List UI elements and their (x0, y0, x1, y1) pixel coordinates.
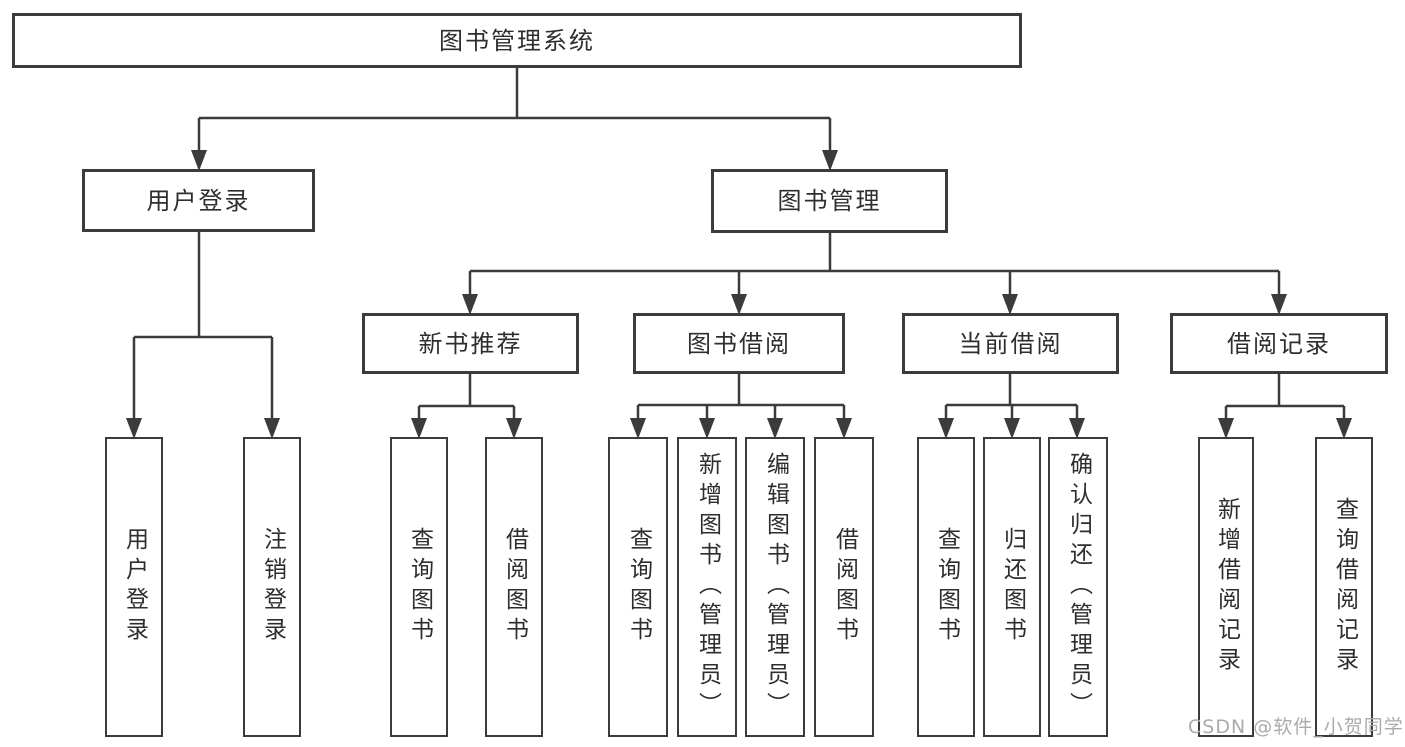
leaf-add-books-admin: 新增图书（管理员） (677, 437, 737, 737)
node-borrowing-records: 借阅记录 (1170, 313, 1388, 374)
node-book-management: 图书管理 (711, 169, 948, 233)
leaf-query-books-3: 查询图书 (917, 437, 975, 737)
node-library-management-system: 图书管理系统 (12, 13, 1022, 68)
leaf-borrow-books-1: 借阅图书 (485, 437, 543, 737)
leaf-borrow-books-2: 借阅图书 (814, 437, 874, 737)
leaf-edit-books-admin: 编辑图书（管理员） (745, 437, 805, 737)
watermark: CSDN @软件_小贺同学 (1188, 716, 1404, 738)
leaf-user-login: 用户登录 (105, 437, 163, 737)
leaf-logout: 注销登录 (243, 437, 301, 737)
leaf-add-borrow-record: 新增借阅记录 (1198, 437, 1254, 737)
node-new-book-recommend: 新书推荐 (362, 313, 579, 374)
leaf-query-books-1: 查询图书 (390, 437, 448, 737)
leaf-confirm-return-admin: 确认归还（管理员） (1048, 437, 1108, 737)
node-book-borrowing: 图书借阅 (633, 313, 845, 374)
node-user-login: 用户登录 (82, 169, 315, 232)
leaf-query-borrow-record: 查询借阅记录 (1315, 437, 1373, 737)
leaf-query-books-2: 查询图书 (608, 437, 668, 737)
leaf-return-books: 归还图书 (983, 437, 1041, 737)
node-current-borrowing: 当前借阅 (902, 313, 1119, 374)
